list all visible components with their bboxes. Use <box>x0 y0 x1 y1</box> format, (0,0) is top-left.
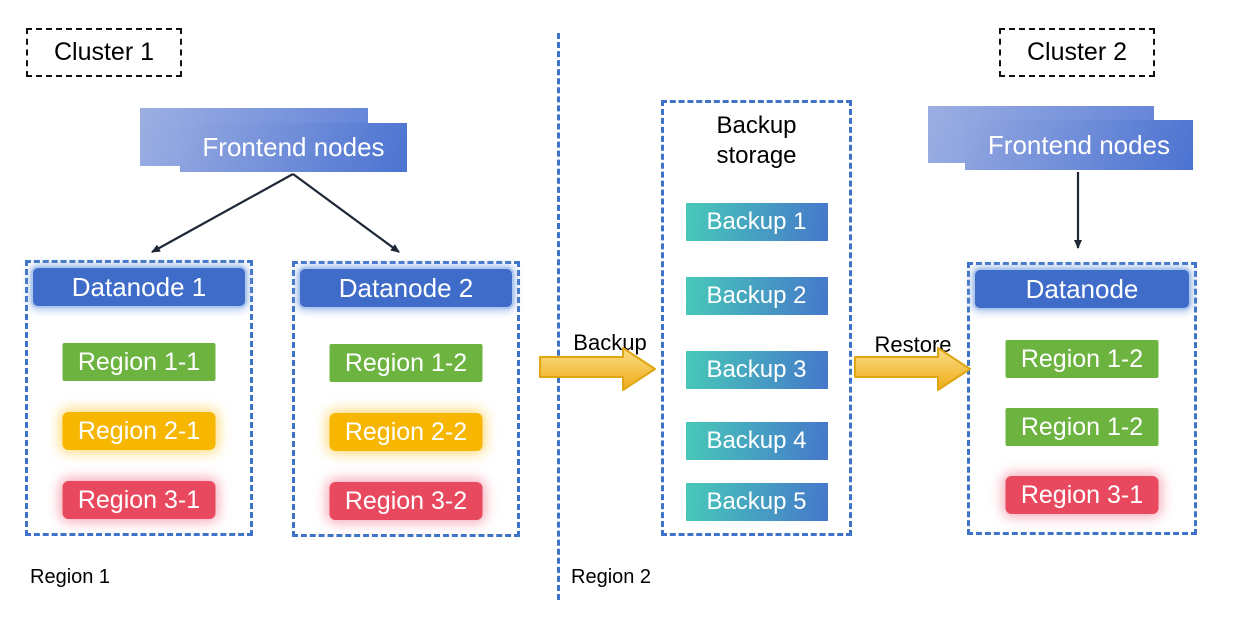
region-box: Region 3-1 <box>62 481 216 519</box>
datanode2-container: Datanode 2 Region 1-2 Region 2-2 Region … <box>292 261 520 537</box>
datanode2-header: Datanode 2 <box>300 269 512 307</box>
backup-storage-title: Backup storage <box>716 112 797 169</box>
region-box: Region 2-2 <box>329 413 483 451</box>
region-box: Region 3-1 <box>1005 476 1159 514</box>
backup-storage-container: Backup storage Backup 1 Backup 2 Backup … <box>661 100 852 536</box>
region-box: Region 1-1 <box>62 343 216 381</box>
backup-flow-label: Backup <box>573 330 647 355</box>
region-box: Region 1-2 <box>1005 408 1159 446</box>
region-box: Region 3-2 <box>329 482 483 520</box>
region-divider-line <box>557 33 560 600</box>
cluster2-label-box: Cluster 2 <box>999 28 1155 77</box>
region-box: Region 1-2 <box>1005 340 1159 378</box>
arrow-frontend-to-datanode1 <box>151 173 294 253</box>
cluster2-label: Cluster 2 <box>1026 38 1128 66</box>
cluster1-label: Cluster 1 <box>53 38 155 66</box>
region2-caption: Region 2 <box>571 566 652 588</box>
datanode1-container: Datanode 1 Region 1-1 Region 2-1 Region … <box>25 260 253 536</box>
datanode1-header: Datanode 1 <box>33 268 245 306</box>
cluster1-label-box: Cluster 1 <box>26 28 182 77</box>
backup-item: Backup 4 <box>685 422 828 460</box>
frontend-nodes-left-label: Frontend nodes <box>202 132 385 162</box>
region-box: Region 2-1 <box>62 412 216 450</box>
restored-datanode-container: Datanode Region 1-2 Region 1-2 Region 3-… <box>967 262 1197 535</box>
restore-flow-label: Restore <box>874 332 952 357</box>
arrow-frontend-to-datanode2 <box>292 173 400 253</box>
restored-datanode-header: Datanode <box>975 270 1189 308</box>
backup-item: Backup 1 <box>685 203 828 241</box>
region-box: Region 1-2 <box>329 344 483 382</box>
backup-item: Backup 5 <box>685 483 828 521</box>
frontend-nodes-right: Frontend nodes <box>965 120 1193 170</box>
region1-caption: Region 1 <box>30 566 111 588</box>
frontend-nodes-right-label: Frontend nodes <box>987 129 1171 160</box>
frontend-nodes-left: Frontend nodes <box>180 123 407 172</box>
backup-item: Backup 3 <box>685 351 828 389</box>
backup-item: Backup 2 <box>685 277 828 315</box>
